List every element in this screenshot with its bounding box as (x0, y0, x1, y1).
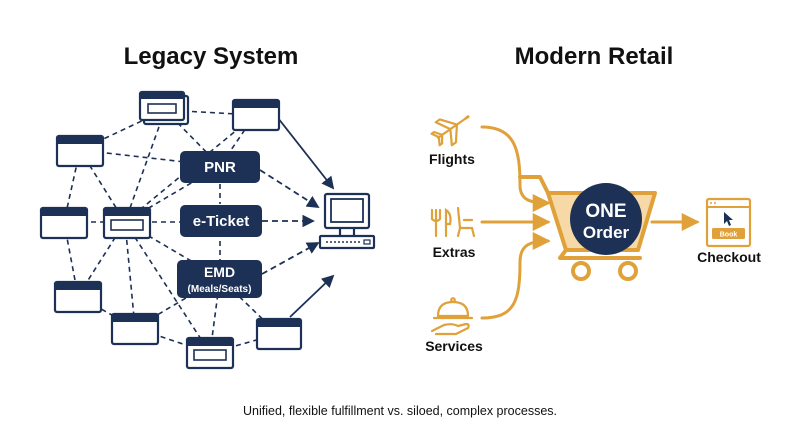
diagram-caption: Unified, flexible fulfillment vs. siloed… (243, 404, 557, 418)
checkout-label: Checkout (697, 249, 761, 265)
fork-knife-seat-icon (430, 206, 476, 238)
window-icon (231, 98, 281, 132)
window-icon (39, 206, 89, 240)
window-icon (110, 312, 160, 346)
window-icon (55, 134, 105, 168)
window-icon (255, 317, 303, 351)
legacy-arrows-to-terminal (259, 117, 335, 318)
svg-text:EMD: EMD (204, 264, 235, 280)
window-icon (185, 336, 235, 370)
svg-text:e-Ticket: e-Ticket (193, 213, 249, 230)
book-button (712, 228, 745, 239)
window-icon (102, 206, 152, 240)
book-button-label: Book (720, 232, 738, 239)
window-icon (53, 280, 103, 314)
flights-label: Flights (429, 151, 475, 167)
emd-node: EMD (Meals/Seats) (177, 260, 262, 298)
browser-window-icon: Book (705, 197, 752, 248)
pnr-node: PNR (180, 151, 260, 183)
modern-input-arrows (480, 125, 551, 320)
one-order-badge: ONE Order (570, 183, 642, 255)
svg-text:PNR: PNR (204, 159, 236, 176)
svg-text:(Meals/Seats): (Meals/Seats) (188, 284, 252, 295)
eticket-node: e-Ticket (180, 205, 262, 237)
window-icon (138, 90, 190, 126)
extras-label: Extras (433, 244, 476, 260)
svg-text:ONE: ONE (585, 201, 626, 222)
legacy-title: Legacy System (124, 43, 299, 70)
airplane-icon (430, 115, 470, 147)
modern-title: Modern Retail (515, 43, 674, 70)
computer-terminal-icon (318, 192, 376, 250)
services-label: Services (425, 338, 483, 354)
cloche-hand-icon (430, 297, 474, 336)
svg-text:Order: Order (583, 223, 630, 242)
